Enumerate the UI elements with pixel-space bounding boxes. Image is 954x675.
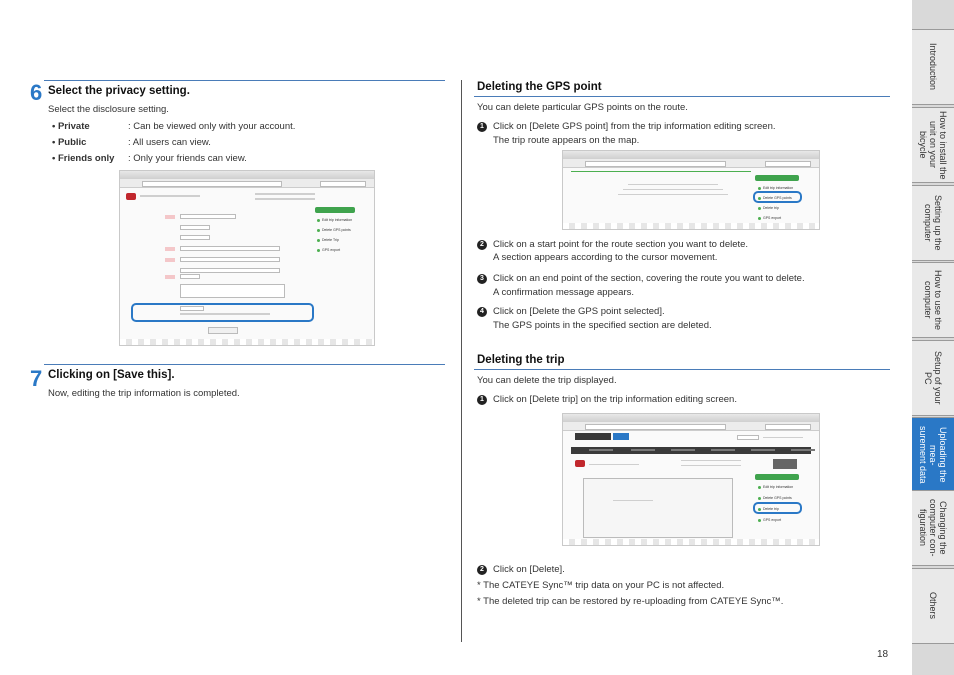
delete-gps-highlight xyxy=(753,191,802,203)
gps-step-2-line-2: A section appears according to the curso… xyxy=(493,252,718,263)
trip-section-title: Deleting the trip xyxy=(477,354,565,366)
tab-others[interactable]: Others xyxy=(912,568,954,644)
section-rule xyxy=(474,369,890,370)
privacy-desc-private: : Can be viewed only with your account. xyxy=(128,121,296,132)
gps-step-3-line-1: Click on an end point of the section, co… xyxy=(493,273,805,284)
gps-step-4-line-1: Click on [Delete the GPS point selected]… xyxy=(493,306,665,317)
trip-step-1-text: Click on [Delete trip] on the trip infor… xyxy=(493,394,737,405)
gps-step-2-line-1: Click on a start point for the route sec… xyxy=(493,239,749,250)
gps-step-1-number: 1 xyxy=(477,122,487,132)
privacy-term-private: • Private xyxy=(52,121,90,132)
tab-introduction[interactable]: Introduction xyxy=(912,29,954,105)
trip-note-2: * The deleted trip can be restored by re… xyxy=(477,596,784,607)
trip-step-2-text: Click on [Delete]. xyxy=(493,564,565,575)
column-divider xyxy=(461,80,462,642)
page-number: 18 xyxy=(877,649,889,660)
step-6-title: Select the privacy setting. xyxy=(48,85,190,97)
section-rule xyxy=(44,364,445,365)
delete-trip-highlight xyxy=(753,502,802,514)
privacy-term-friends: • Friends only xyxy=(52,153,115,164)
gps-section-title: Deleting the GPS point xyxy=(477,81,602,93)
gps-step-1-line-2: The trip route appears on the map. xyxy=(493,135,640,146)
tab-how-to-use-computer[interactable]: How to use the computer xyxy=(912,262,954,338)
tab-uploading-data[interactable]: Uploading the mea- surement data xyxy=(912,417,954,493)
step-6-description: Select the disclosure setting. xyxy=(48,104,169,115)
step-7-title: Clicking on [Save this]. xyxy=(48,369,175,381)
step-7-description: Now, editing the trip information is com… xyxy=(48,388,240,399)
section-rule xyxy=(44,80,445,81)
privacy-desc-friends: : Only your friends can view. xyxy=(128,153,247,164)
tab-setting-up-computer[interactable]: Setting up the computer xyxy=(912,185,954,261)
gps-intro: You can delete particular GPS points on … xyxy=(477,102,688,113)
tab-install-unit[interactable]: How to install the unit on your bicycle xyxy=(912,107,954,183)
chapter-tabs: Introduction How to install the unit on … xyxy=(912,0,954,675)
privacy-desc-public: : All users can view. xyxy=(128,137,211,148)
tab-changing-configuration[interactable]: Changing the computer con- figuration xyxy=(912,490,954,566)
delete-gps-screenshot: Edit trip information Delete GPS points … xyxy=(562,150,820,230)
step-number-7: 7 xyxy=(30,366,43,391)
gps-step-4-line-2: The GPS points in the specified section … xyxy=(493,320,712,331)
section-rule xyxy=(474,96,890,97)
delete-trip-screenshot: Edit trip information Delete GPS points … xyxy=(562,413,820,546)
trip-intro: You can delete the trip displayed. xyxy=(477,375,617,386)
privacy-highlight xyxy=(131,303,314,322)
tab-setup-pc[interactable]: Setup of your PC xyxy=(912,340,954,416)
gps-step-3-number: 3 xyxy=(477,274,487,284)
trip-step-2-number: 2 xyxy=(477,565,487,575)
privacy-setting-screenshot: Edit trip information Delete GPS points … xyxy=(119,170,375,346)
gps-step-1-line-1: Click on [Delete GPS point] from the tri… xyxy=(493,121,776,132)
step-number-6: 6 xyxy=(30,80,43,105)
gps-step-2-number: 2 xyxy=(477,240,487,250)
trip-note-1: * The CATEYE Sync™ trip data on your PC … xyxy=(477,580,725,591)
gps-step-3-line-2: A confirmation message appears. xyxy=(493,287,634,298)
gps-step-4-number: 4 xyxy=(477,307,487,317)
trip-step-1-number: 1 xyxy=(477,395,487,405)
privacy-term-public: • Public xyxy=(52,137,87,148)
